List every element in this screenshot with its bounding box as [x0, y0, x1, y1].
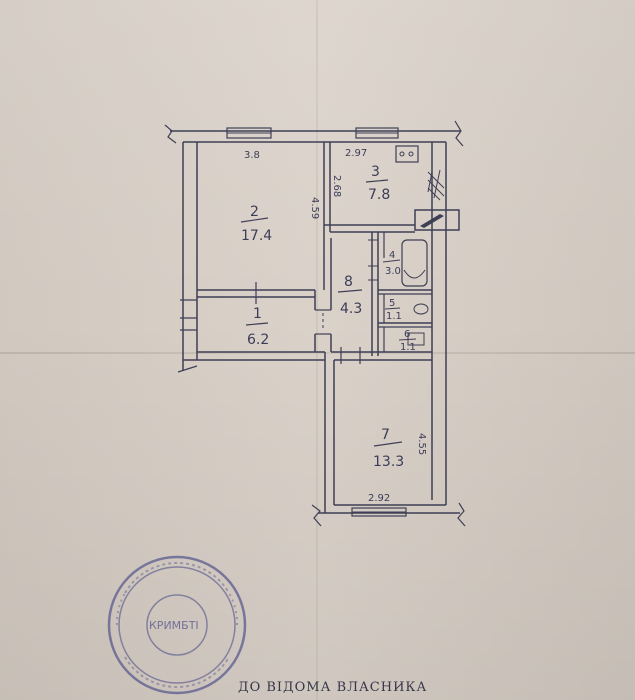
room-6-area: 1.1: [400, 342, 416, 353]
bti-stamp-seal: КРИМБТІ: [107, 555, 247, 695]
room-8-area: 4.3: [340, 301, 362, 317]
paper-fold-vertical: [316, 0, 318, 700]
room-4-number: 4: [389, 250, 395, 261]
room-1-area: 6.2: [247, 332, 269, 348]
fixtures: [368, 145, 460, 346]
paper-fold-horizontal: [0, 352, 635, 354]
stamp-center-text: КРИМБТІ: [149, 619, 199, 632]
room-2-number: 2: [250, 204, 259, 220]
interior-walls: [197, 142, 432, 364]
dim-room3-width: 2.97: [345, 148, 367, 159]
dim-room2-width: 3.8: [244, 150, 260, 161]
room-2-area: 17.4: [241, 228, 272, 244]
room-3-number: 3: [371, 164, 380, 180]
dim-room2-depth: 4.59: [309, 197, 320, 219]
room-5-area: 1.1: [386, 311, 402, 322]
windows: [226, 127, 407, 517]
caption-owner-notice: ДО ВІДОМА ВЛАСНИКА: [238, 680, 428, 695]
dimension-labels: 3.8 4.59 2.97 2.68 2.92 4.55: [244, 148, 427, 504]
room-5-number: 5: [389, 298, 395, 309]
room-6-number: 6: [404, 329, 410, 340]
dim-room7-width: 2.92: [368, 493, 390, 504]
room-7-number: 7: [381, 427, 390, 443]
dim-room3-depth: 2.68: [331, 175, 342, 197]
room-7-area: 13.3: [373, 454, 404, 470]
room-8-number: 8: [344, 274, 353, 290]
room-4-area: 3.0: [385, 266, 401, 277]
outer-walls: [164, 120, 466, 527]
dim-room7-depth: 4.55: [416, 433, 427, 455]
room-1-number: 1: [253, 306, 262, 322]
room-3-area: 7.8: [368, 187, 390, 203]
room-labels: 2 17.4 3 7.8 4 3.0 8 4.3 5 1.1 1 6.2 6 1…: [240, 164, 417, 470]
